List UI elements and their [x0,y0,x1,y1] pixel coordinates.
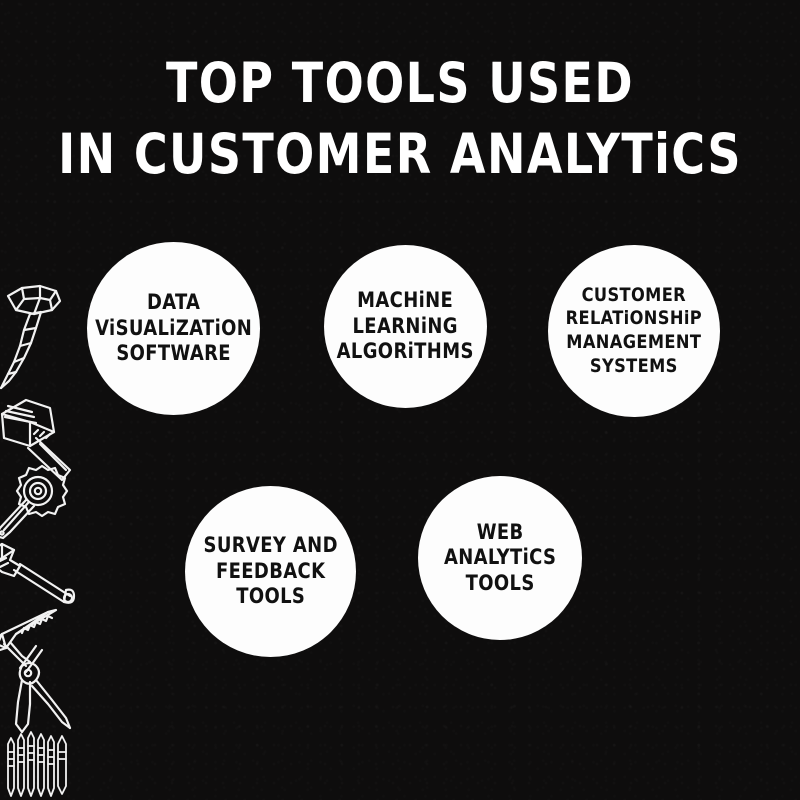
bubble-label-line: SURVEY AND [203,533,338,558]
title-line-2: IN CUSTOMER ANALYTiCS [58,122,742,186]
bubble-label-line: SYSTEMS [590,354,678,377]
bubble-label-line: SOFTWARE [116,341,231,366]
bubble-label: DATA ViSUALiZATiON SOFTWARE [87,290,259,367]
screw-icon [0,282,72,390]
bubble-data-visualization-software[interactable]: DATA ViSUALiZATiON SOFTWARE [87,242,260,415]
bubble-label-line: TOOLS [465,570,535,595]
bubble-label-line: FEEDBACK [215,558,326,583]
bubble-label-line: LEARNiNG [352,313,459,338]
bubble-label: SURVEY AND FEEDBACK TOOLS [196,533,346,610]
bubble-label-line: MACHiNE [357,288,454,313]
bubble-label-line: MANAGEMENT [566,331,702,353]
handsaw-icon [0,608,60,666]
gear-wrench-icon [0,458,76,544]
bubble-label-line: RELATiONSHiP [565,307,703,330]
bubble-label: CUSTOMER RELATiONSHiP MANAGEMENT SYSTEMS [558,284,710,378]
bubble-label-line: ViSUALiZATiON [94,315,253,340]
adjustable-wrench-icon [0,540,82,618]
bubble-label-line: DATA [146,290,201,315]
bubble-survey-and-feedback-tools[interactable]: SURVEY AND FEEDBACK TOOLS [185,486,356,657]
bubble-label-line: CUSTOMER [581,283,687,306]
bubble-label-line: TOOLS [235,584,306,609]
hammer-icon [0,392,76,484]
title-line-1: TOP TOOLS USED [165,51,635,115]
pliers-icon [0,642,76,734]
bubble-customer-relationship-management-systems[interactable]: CUSTOMER RELATiONSHiP MANAGEMENT SYSTEMS [548,245,720,417]
bubble-label-line: ANALYTiCS [443,545,557,570]
bubble-label-line: WEB [476,519,524,544]
bubble-web-analytics-tools[interactable]: WEB ANALYTiCS TOOLS [418,476,582,640]
bubble-machine-learning-algorithms[interactable]: MACHiNE LEARNiNG ALGORiTHMS [324,245,487,408]
bubble-label-line: ALGORiTHMS [336,339,475,364]
bubble-label: MACHiNE LEARNiNG ALGORiTHMS [329,288,481,365]
page-title: TOP TOOLS USED IN CUSTOMER ANALYTiCS [0,56,800,182]
drill-bits-icon [2,728,72,800]
bubble-label: WEB ANALYTiCS TOOLS [436,520,564,597]
